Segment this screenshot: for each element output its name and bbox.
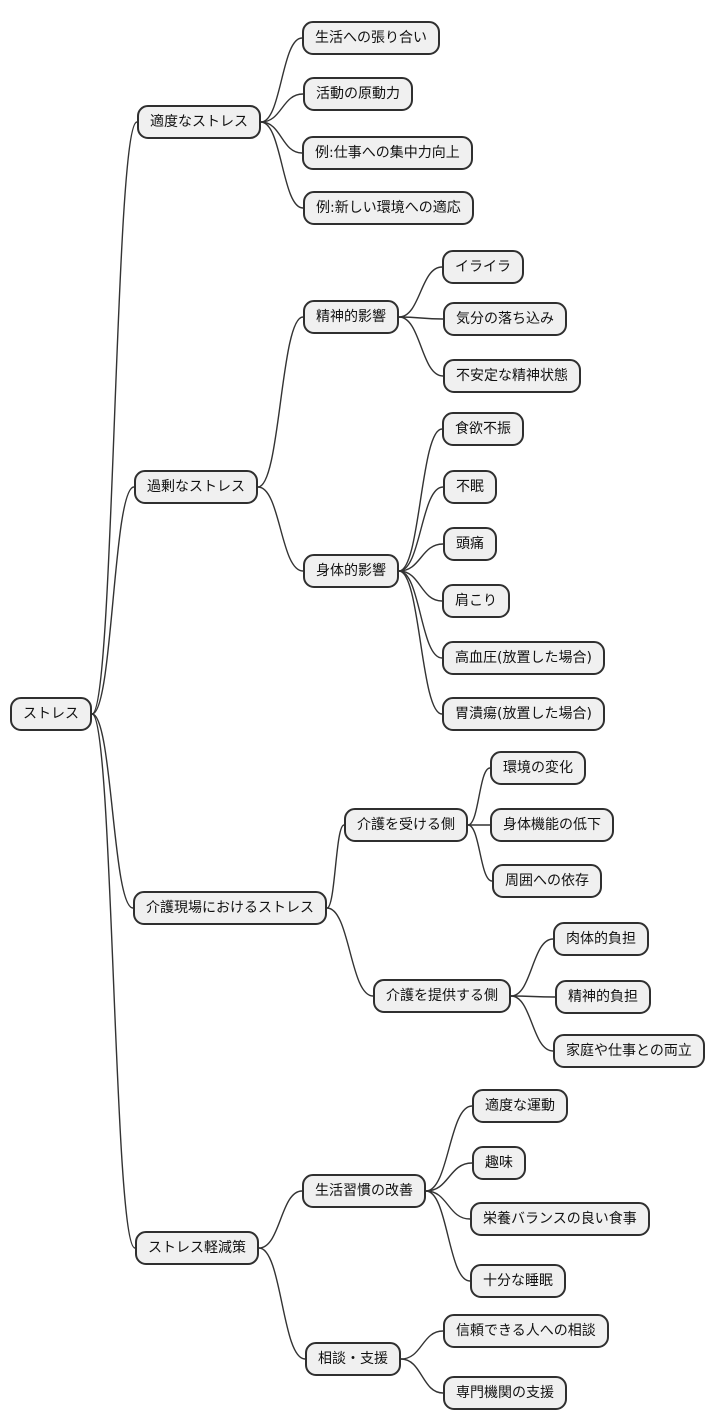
mindmap-node-b1c2: 活動の原動力 [303,77,413,111]
connector-b3a-b3a1 [467,767,491,826]
connector-b3b-b3b2 [510,995,556,998]
connector-b4-b4a [258,1190,303,1249]
connector-b3-b3a [326,824,345,909]
connector-b4b-b4b2 [400,1358,444,1394]
mindmap-node-b4b1: 信頼できる人への相談 [443,1314,609,1348]
connector-root-b2 [91,486,135,715]
connector-b4a-b4a4 [425,1190,471,1282]
mindmap-node-b2b4: 肩こり [442,584,510,618]
connector-b4a-b4a1 [425,1105,473,1192]
mindmap-node-b2a: 精神的影響 [303,300,399,334]
mindmap-node-b4a1: 適度な運動 [472,1089,568,1123]
connector-b3b-b3b3 [510,995,554,1052]
connector-root-b3 [91,713,134,909]
connector-b4b-b4b1 [400,1330,444,1360]
mindmap-node-b3a3: 周囲への依存 [492,864,602,898]
mindmap-node-b2a1: イライラ [442,250,524,284]
mindmap-node-b4: ストレス軽減策 [135,1231,259,1265]
connector-root-b1 [91,121,138,715]
connector-b2a-b2a2 [398,316,444,320]
mindmap-node-b4b2: 専門機関の支援 [443,1376,567,1410]
connector-b2b-b2b6 [398,570,443,715]
mindmap-node-b2a3: 不安定な精神状態 [443,359,581,393]
mindmap-node-b1c4: 例:新しい環境への適応 [303,191,474,225]
mindmap-node-b2b: 身体的影響 [303,554,399,588]
connector-b2b-b2b2 [398,486,444,572]
mindmap-node-b3b1: 肉体的負担 [553,922,649,956]
mindmap-node-b2b5: 高血圧(放置した場合) [442,641,605,675]
connector-b2-b2b [257,486,304,572]
connector-b4a-b4a3 [425,1190,471,1220]
mindmap-node-b4a3: 栄養バランスの良い食事 [470,1202,650,1236]
mindmap-node-b3b3: 家庭や仕事との両立 [553,1034,705,1068]
mindmap-node-b3b: 介護を提供する側 [373,979,511,1013]
mindmap-node-b2b3: 頭痛 [443,527,497,561]
mindmap-node-b3b2: 精神的負担 [555,980,651,1014]
mindmap-node-b3a2: 身体機能の低下 [490,808,614,842]
mindmap-node-b3a: 介護を受ける側 [344,808,468,842]
connector-b4a-b4a2 [425,1162,473,1192]
connector-b3b-b3b1 [510,938,554,997]
mindmap-node-b1c3: 例:仕事への集中力向上 [302,136,473,170]
connector-root-b4 [91,713,136,1249]
mindmap-node-b2: 過剰なストレス [134,470,258,504]
connector-b2b-b2b1 [398,428,443,572]
mindmap-node-b4a2: 趣味 [472,1146,526,1180]
mindmap-node-b4a4: 十分な睡眠 [470,1264,566,1298]
connector-b2b-b2b4 [398,570,443,602]
mindmap-node-b1c1: 生活への張り合い [302,21,440,55]
connector-b2b-b2b3 [398,543,444,572]
mindmap-node-b2b1: 食欲不振 [442,412,524,446]
connector-b2-b2a [257,316,304,488]
mindmap-node-b4a: 生活習慣の改善 [302,1174,426,1208]
mindmap-node-root: ストレス [10,697,92,731]
connector-b1-b1c1 [260,37,303,123]
connector-b1-b1c2 [260,93,304,123]
connector-b2a-b2a3 [398,316,444,377]
mindmap-node-b2b6: 胃潰瘍(放置した場合) [442,697,605,731]
mindmap-node-b1: 適度なストレス [137,105,261,139]
connector-b4-b4b [258,1247,306,1360]
connector-b2a-b2a1 [398,266,443,318]
mindmap-node-b2b2: 不眠 [443,470,497,504]
connector-b1-b1c3 [260,121,303,154]
connector-b3-b3b [326,907,374,997]
connector-b1-b1c4 [260,121,304,209]
mindmap-node-b3: 介護現場におけるストレス [133,891,327,925]
connector-b2b-b2b5 [398,570,443,659]
mindmap-node-b4b: 相談・支援 [305,1342,401,1376]
mindmap-node-b2a2: 気分の落ち込み [443,302,567,336]
connector-b3a-b3a3 [467,824,493,882]
mindmap-node-b3a1: 環境の変化 [490,751,586,785]
